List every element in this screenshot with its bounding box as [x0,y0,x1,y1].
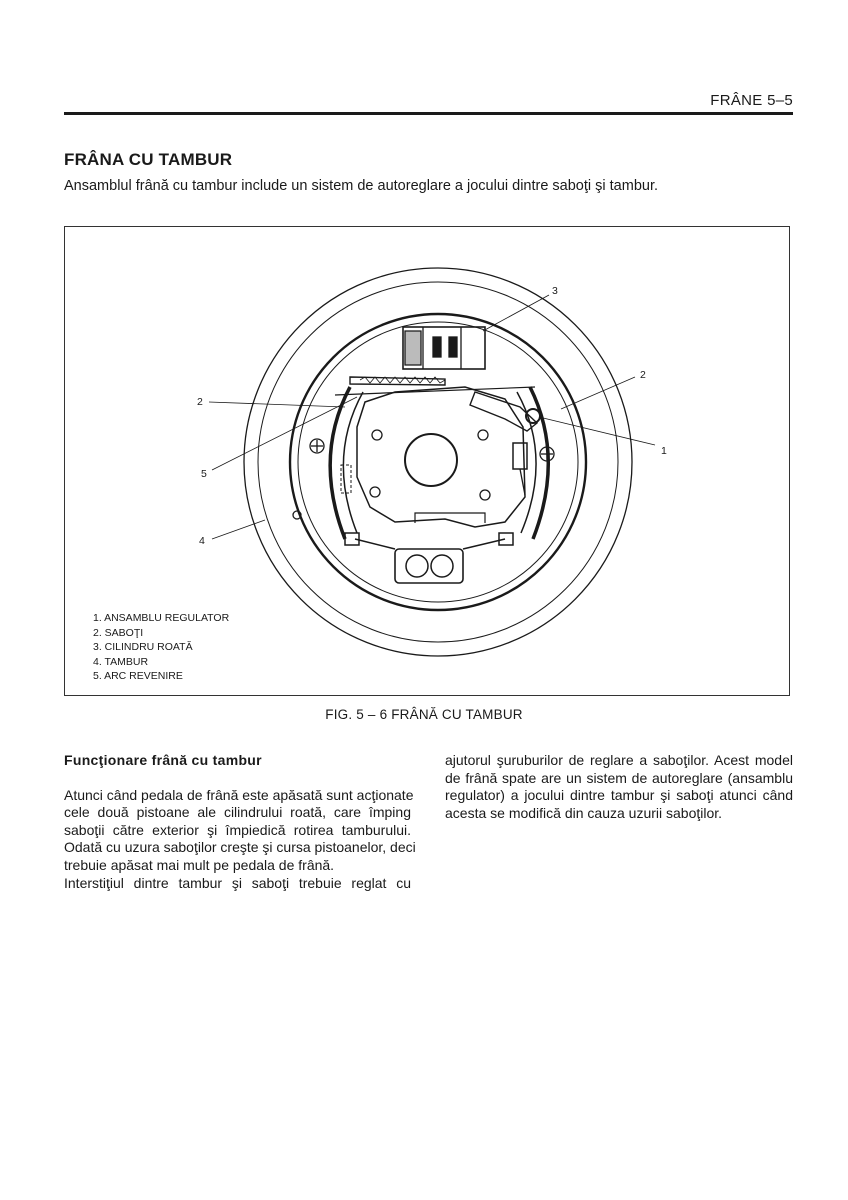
brake-shoe-right [528,386,551,540]
hold-down-pin-left [309,438,325,454]
body-line: Interstiţiul dintre tambur şi saboţi tre… [64,874,411,891]
callout-2-right: 2 [640,369,646,381]
leader-2-right [560,376,636,410]
drum-brake-illustration: 3 2 2 1 5 4 [197,267,667,657]
callout-3: 3 [552,285,558,297]
body-line: de frână spate are un sistem de autoregl… [445,769,793,786]
center-plate [356,386,526,528]
leader-5 [211,396,358,471]
body-column-left: Funcţionare frână cu tambur Atunci când … [64,752,416,892]
section-title: FRÂNA CU TAMBUR [64,150,233,169]
hold-down-pin-right [539,446,555,462]
body-line: acesta se modifică din cauza uzurii sabo… [445,804,723,821]
running-header: FRÂNE 5–5 [710,92,793,109]
body-column-right: ajutorul şuruburilor de reglare a saboţi… [445,752,793,822]
adjuster-lever [469,391,539,432]
body-line: Atunci când pedala de frână este apăsată… [64,786,414,803]
body-line: regulator) a jocului dintre tambur şi sa… [445,787,793,804]
adjuster-pivot [525,408,541,424]
brake-shoe-left [328,386,352,540]
body-line: Odată cu uzura saboţilor creşte şi cursa… [64,839,416,856]
leader-4 [211,519,266,540]
hub-hole [404,433,458,487]
header-rule [64,112,793,115]
legend-item: 1. ANSAMBLU REGULATOR [93,612,230,624]
body-line: trebuie apăsat mai mult pe pedala de frâ… [64,856,335,873]
figure-frame: 3 2 2 1 5 4 [64,226,790,696]
return-spring [349,376,446,386]
legend-item: 5. ARC REVENIRE [93,670,183,682]
legend-item: 4. TAMBUR [93,655,149,668]
callout-1: 1 [661,445,667,457]
leader-1 [538,416,656,446]
figure-legend: 1. ANSAMBLU REGULATOR 2. SABOŢI 3. CILIN… [93,611,229,684]
callout-2-left: 2 [197,396,203,408]
body-line: cele două pistoane ale cilindrului roată… [64,804,411,821]
callout-4: 4 [199,535,205,547]
leader-3 [482,294,550,332]
drum-inner-ring [257,281,619,643]
anchor-block [394,548,464,584]
callout-5: 5 [201,468,207,480]
leader-2-left [208,401,346,408]
figure-caption: FIG. 5 – 6 FRÂNĂ CU TAMBUR [325,707,523,722]
body-line: ajutorul şuruburilor de reglare a saboţi… [445,752,793,768]
body-line: saboţii către exterior şi împiedică roti… [64,821,411,838]
wheel-cylinder [402,326,486,370]
intro-paragraph: Ansamblul frână cu tambur include un sis… [64,178,659,194]
backing-plate-ring [288,312,588,612]
legend-item: 3. CILINDRU ROATĂ [93,641,193,653]
drum-outer-ring [243,267,633,657]
subheading: Funcţionare frână cu tambur [64,752,262,768]
legend-item: 2. SABOŢI [93,626,144,639]
